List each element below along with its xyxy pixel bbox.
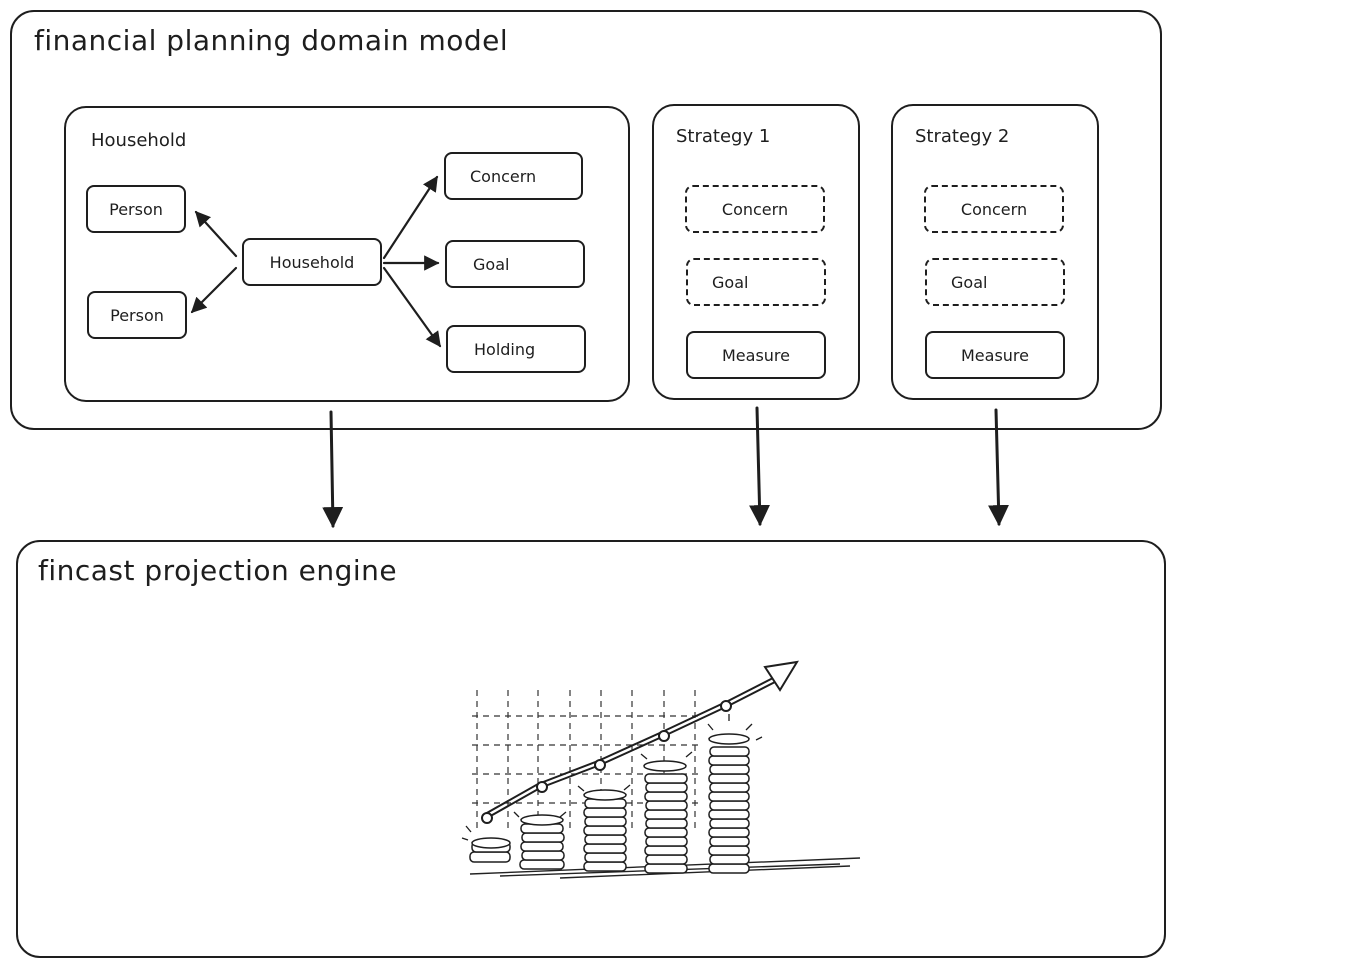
goal-label: Goal bbox=[473, 254, 510, 274]
person-node-bottom[interactable]: Person bbox=[87, 291, 187, 339]
strategy-2-measure[interactable]: Measure bbox=[925, 331, 1065, 379]
goal-node[interactable]: Goal bbox=[445, 240, 585, 288]
goal-label: Goal bbox=[951, 272, 988, 292]
projection-engine-container bbox=[16, 540, 1166, 958]
concern-label: Concern bbox=[470, 166, 537, 186]
strategy-1-measure[interactable]: Measure bbox=[686, 331, 826, 379]
holding-label: Holding bbox=[474, 339, 536, 359]
arrow-strategy-2-to-engine bbox=[988, 408, 1009, 527]
person-label: Person bbox=[110, 305, 164, 325]
concern-node[interactable]: Concern bbox=[444, 152, 583, 200]
holding-node[interactable]: Holding bbox=[446, 325, 586, 373]
arrow-household-to-engine bbox=[322, 410, 344, 529]
arrow-household-to-person-bottom bbox=[190, 266, 238, 314]
projection-engine-title: fincast projection engine bbox=[38, 554, 398, 587]
person-label: Person bbox=[109, 199, 163, 219]
person-node-top[interactable]: Person bbox=[86, 185, 186, 233]
goal-label: Goal bbox=[712, 272, 749, 292]
strategy-1-concern[interactable]: Concern bbox=[685, 185, 825, 233]
arrow-strategy-1-to-engine bbox=[749, 406, 771, 527]
household-group-title: Household bbox=[91, 130, 187, 151]
strategy-2-group bbox=[891, 104, 1099, 400]
concern-label: Concern bbox=[721, 199, 789, 219]
household-label: Household bbox=[269, 252, 355, 272]
household-group bbox=[64, 106, 630, 402]
strategy-1-goal[interactable]: Goal bbox=[686, 258, 826, 306]
strategy-2-goal[interactable]: Goal bbox=[925, 258, 1065, 306]
domain-model-container bbox=[10, 10, 1162, 430]
concern-label: Concern bbox=[960, 199, 1028, 219]
arrow-household-to-person-top bbox=[194, 210, 238, 258]
measure-label: Measure bbox=[961, 345, 1029, 365]
strategy-2-concern[interactable]: Concern bbox=[924, 185, 1064, 233]
strategy-2-title: Strategy 2 bbox=[915, 126, 1010, 147]
arrow-household-to-concern bbox=[382, 175, 439, 260]
strategy-1-title: Strategy 1 bbox=[676, 126, 771, 147]
arrow-household-to-holding bbox=[382, 266, 442, 348]
domain-model-title: financial planning domain model bbox=[34, 24, 509, 57]
strategy-1-group bbox=[652, 104, 860, 400]
measure-label: Measure bbox=[722, 345, 790, 365]
household-node[interactable]: Household bbox=[242, 238, 382, 286]
